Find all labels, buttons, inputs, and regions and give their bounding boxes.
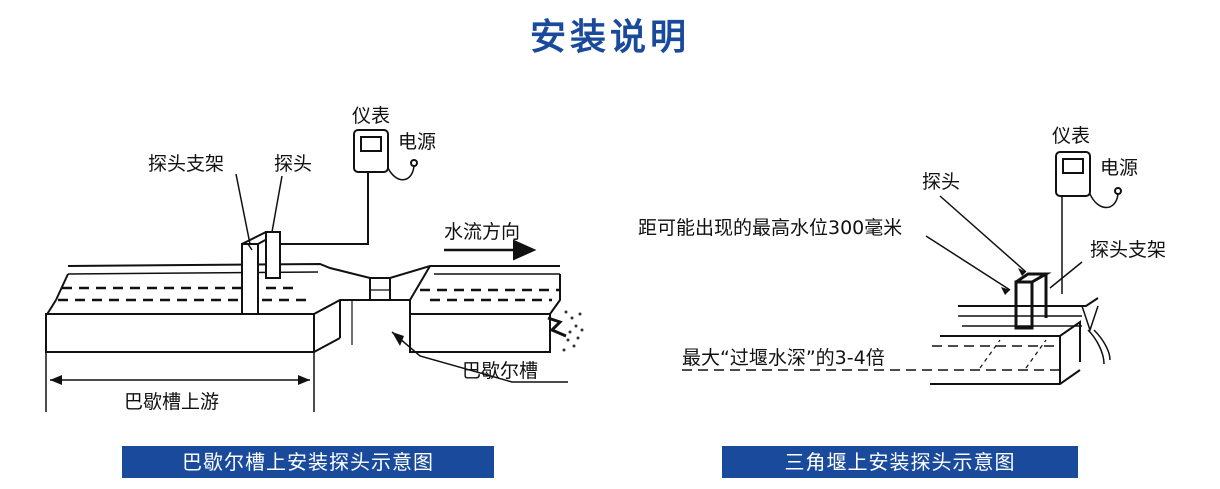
parshall-flume-diagram <box>45 129 584 412</box>
page-title: 安装说明 <box>529 17 690 58</box>
parshall-flume-label: 巴歇尔槽 <box>462 360 538 382</box>
weir-depth-note-label: 最大“过堰水深”的3-4倍 <box>682 347 885 369</box>
power-label: 电源 <box>1100 157 1138 179</box>
probe-bracket-label: 探头支架 <box>1090 239 1166 261</box>
flow-direction-label: 水流方向 <box>444 221 520 243</box>
parshall-flume-caption: 巴歇尔槽上安装探头示意图 <box>122 446 494 478</box>
power-label: 电源 <box>398 131 436 153</box>
probe-bracket-label: 探头支架 <box>148 153 224 175</box>
probe-label: 探头 <box>274 153 312 175</box>
flume-upstream-label: 巴歇槽上游 <box>124 391 219 413</box>
meter-label: 仪表 <box>1052 125 1090 147</box>
triangular-weir-caption: 三角堰上安装探头示意图 <box>722 446 1078 478</box>
meter-label: 仪表 <box>352 105 390 127</box>
distance-note-label: 距可能出现的最高水位300毫米 <box>638 217 902 239</box>
triangular-weir-diagram <box>682 151 1122 385</box>
probe-label: 探头 <box>922 171 960 193</box>
